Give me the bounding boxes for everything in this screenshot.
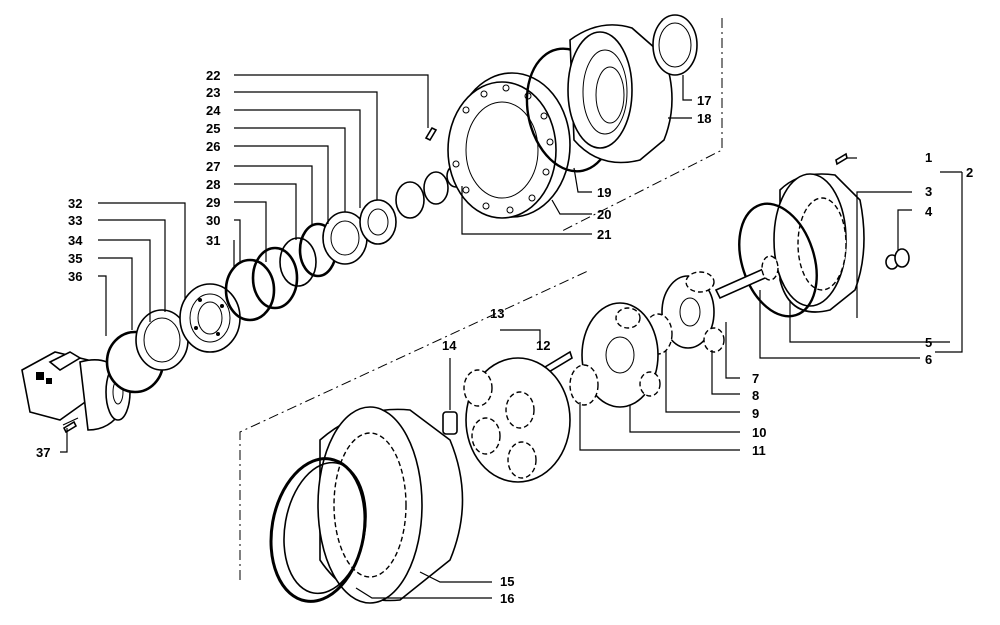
callout-21: 21 — [597, 227, 611, 242]
flange-bolt-holes — [452, 84, 554, 214]
sun-shaft-7 — [714, 255, 779, 300]
callout-22: 22 — [206, 68, 220, 83]
callout-32: 32 — [68, 196, 82, 211]
callout-20: 20 — [597, 207, 611, 222]
callout-25: 25 — [206, 121, 220, 136]
upper-boundary-line — [559, 18, 723, 233]
callout-23: 23 — [206, 85, 220, 100]
callout-34: 34 — [68, 233, 83, 248]
callout-1: 1 — [925, 150, 932, 165]
callout-37: 37 — [36, 445, 50, 460]
callout-19: 19 — [597, 185, 611, 200]
callout-33: 33 — [68, 213, 82, 228]
end-cover — [773, 173, 910, 313]
thrust-washer-17 — [652, 14, 698, 76]
callout-10: 10 — [752, 425, 766, 440]
carrier-plate-10 — [581, 302, 661, 408]
bolt-1 — [835, 152, 848, 166]
callout-15: 15 — [500, 574, 514, 589]
callout-27: 27 — [206, 159, 220, 174]
callout-16: 16 — [500, 591, 514, 606]
o-ring-6 — [738, 202, 818, 318]
callout-9: 9 — [752, 406, 759, 421]
callout-36: 36 — [68, 269, 82, 284]
snap-ring-stack — [224, 171, 449, 322]
bearing-flange-20 — [447, 72, 571, 219]
axis-lines — [239, 18, 723, 580]
left-seal-stack — [105, 283, 241, 394]
callout-12: 12 — [536, 338, 550, 353]
planet-assembly-13 — [463, 357, 571, 483]
callout-28: 28 — [206, 177, 220, 192]
sun-gear-11 — [569, 364, 599, 406]
callout-7: 7 — [752, 371, 759, 386]
callout-3: 3 — [925, 184, 932, 199]
callout-2: 2 — [966, 165, 973, 180]
callout-8: 8 — [752, 388, 759, 403]
callout-11: 11 — [752, 443, 766, 458]
callout-6: 6 — [925, 352, 932, 367]
callout-labels: 1 2 3 4 5 6 7 8 9 10 11 12 13 14 15 16 1… — [36, 68, 973, 606]
callout-5: 5 — [925, 335, 932, 350]
lower-boundary-line — [239, 269, 591, 580]
housing-18 — [567, 24, 673, 164]
callout-35: 35 — [68, 251, 82, 266]
callout-18: 18 — [697, 111, 711, 126]
pin-14 — [442, 411, 458, 435]
ring-gear-housing-15 — [317, 406, 464, 604]
callout-29: 29 — [206, 195, 220, 210]
callout-4: 4 — [925, 204, 933, 219]
callout-17: 17 — [697, 93, 711, 108]
callout-13: 13 — [490, 306, 504, 321]
callout-30: 30 — [206, 213, 220, 228]
bolt-22 — [424, 126, 438, 142]
callout-26: 26 — [206, 139, 220, 154]
leader-lines — [60, 74, 963, 599]
callout-31: 31 — [206, 233, 220, 248]
seal-ring-16 — [269, 457, 367, 603]
callout-14: 14 — [442, 338, 457, 353]
callout-24: 24 — [206, 103, 221, 118]
planet-carrier-8 — [661, 271, 725, 353]
